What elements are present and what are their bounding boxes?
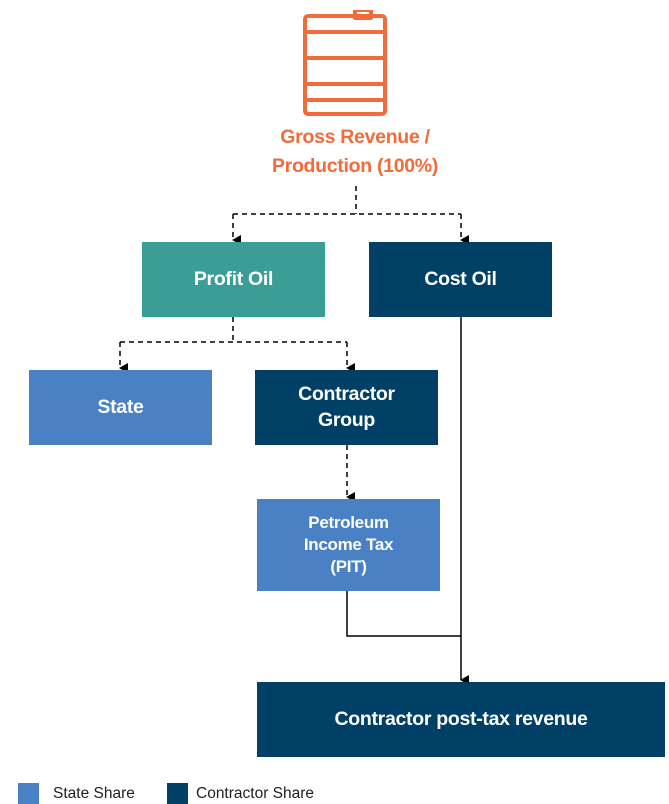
post-tax-revenue-label: Contractor post-tax revenue [334, 707, 588, 730]
profit-oil-box: Profit Oil [142, 242, 325, 317]
contractor-share-label: Contractor Share [196, 785, 315, 802]
oil-barrel-icon [303, 10, 387, 116]
state-share-label: State Share [53, 785, 135, 802]
post-tax-revenue-box: Contractor post-tax revenue [257, 682, 665, 757]
contractor-group-box: Contractor Group [255, 370, 438, 445]
pit-line1: Petroleum [308, 512, 389, 532]
profit-oil-label: Profit Oil [193, 267, 274, 290]
state-label: State [97, 395, 144, 418]
gross-revenue-label: Gross Revenue / Production (100%) [230, 123, 480, 181]
pit-box: Petroleum Income Tax (PIT) [257, 499, 440, 591]
pit-line3: (PIT) [330, 557, 367, 577]
contractor-group-line2: Group [318, 408, 375, 431]
state-share-swatch [18, 783, 39, 804]
gross-revenue-line1: Gross Revenue / [280, 126, 430, 148]
state-box: State [29, 370, 212, 445]
cost-oil-box: Cost Oil [369, 242, 552, 317]
contractor-group-line1: Contractor [298, 383, 395, 406]
dashed-link-profit-split [120, 317, 347, 343]
pit-line2: Income Tax [303, 534, 394, 554]
cost-oil-label: Cost Oil [424, 267, 497, 290]
contractor-share-swatch [167, 783, 188, 804]
gross-revenue-line2: Production (100%) [271, 155, 439, 177]
solid-link-pit [346, 591, 461, 637]
